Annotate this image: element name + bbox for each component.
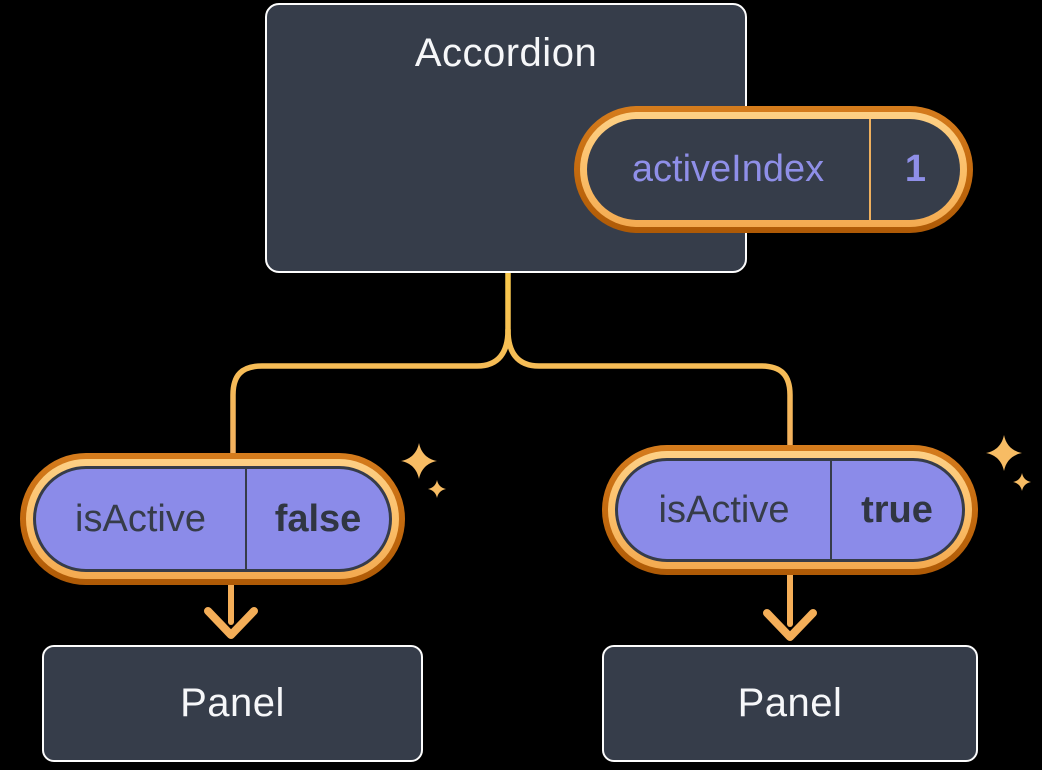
prop-pill-value: false xyxy=(274,497,362,540)
state-pill-value: 1 xyxy=(904,148,927,190)
pill-divider xyxy=(830,461,832,559)
pill-divider xyxy=(245,469,247,569)
prop-pill-label: isActive xyxy=(658,488,790,531)
connector-right-branch xyxy=(505,327,793,453)
sparkle-icon xyxy=(401,443,437,479)
panel-component-box: Panel xyxy=(602,645,978,762)
arrow-left-icon xyxy=(204,581,258,639)
pill-ring-outer: isActive true xyxy=(602,445,978,575)
pill-ring-inner: isActive true xyxy=(608,451,972,569)
arrow-right-icon xyxy=(763,571,817,641)
sparkle-icon xyxy=(1013,473,1031,491)
accordion-component-box: Accordion activeIndex 1 xyxy=(265,3,973,273)
pill-ring-inner: activeIndex 1 xyxy=(580,112,967,227)
state-pill-label: activeIndex xyxy=(631,148,825,190)
tree-connector-lines xyxy=(230,268,793,461)
prop-pill-value: true xyxy=(861,488,933,531)
prop-pill-label: isActive xyxy=(75,497,206,540)
prop-pill: isActive false xyxy=(20,453,405,585)
panel-title: Panel xyxy=(180,681,285,725)
sparkle-icon xyxy=(986,435,1022,471)
panel-title: Panel xyxy=(737,681,843,725)
pill-ring-inner: isActive false xyxy=(26,459,399,579)
sparkle-icon xyxy=(428,480,446,498)
pill-divider xyxy=(869,119,871,220)
panel-component-box: Panel xyxy=(42,645,423,762)
pill-ring-outer: isActive false xyxy=(20,453,405,585)
pill-ring-outer: activeIndex 1 xyxy=(574,106,973,233)
state-pill: activeIndex 1 xyxy=(574,106,973,233)
connector-left-branch xyxy=(230,268,511,461)
component-title: Accordion xyxy=(414,31,598,75)
prop-pill: isActive true xyxy=(602,445,978,575)
